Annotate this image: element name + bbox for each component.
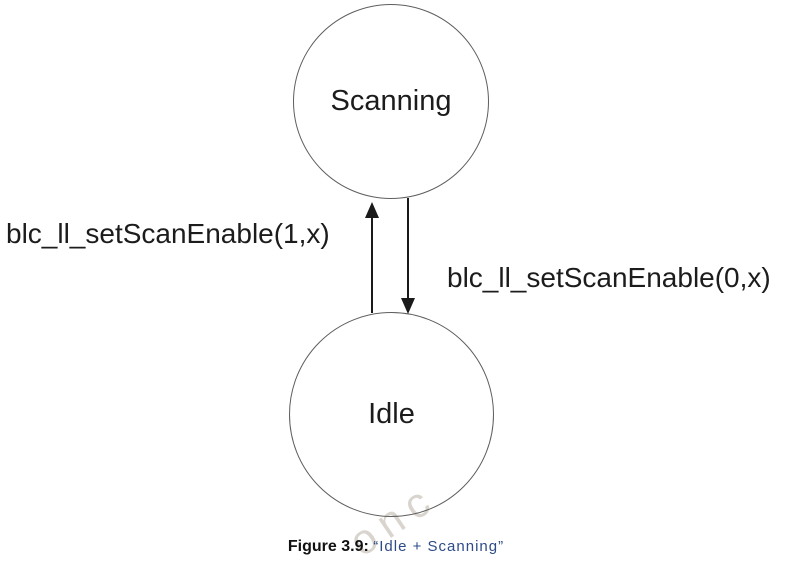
arrow-up-icon [365, 202, 379, 218]
state-circle-scanning: Scanning [293, 4, 489, 199]
state-label-idle: Idle [368, 398, 415, 430]
transition-arrow-down-line [407, 198, 409, 299]
transition-arrow-up-line [371, 216, 373, 313]
figure-caption-title: “Idle + Scanning” [373, 538, 505, 555]
figure-caption: Figure 3.9: “Idle + Scanning” [0, 538, 792, 556]
arrow-down-icon [401, 298, 415, 314]
transition-label-disable-scan: blc_ll_setScanEnable(0,x) [447, 262, 771, 293]
transition-label-enable-scan: blc_ll_setScanEnable(1,x) [6, 218, 330, 249]
state-label-scanning: Scanning [330, 85, 452, 117]
figure-caption-number: Figure 3.9: [287, 538, 369, 555]
state-circle-idle: Idle [289, 312, 494, 517]
